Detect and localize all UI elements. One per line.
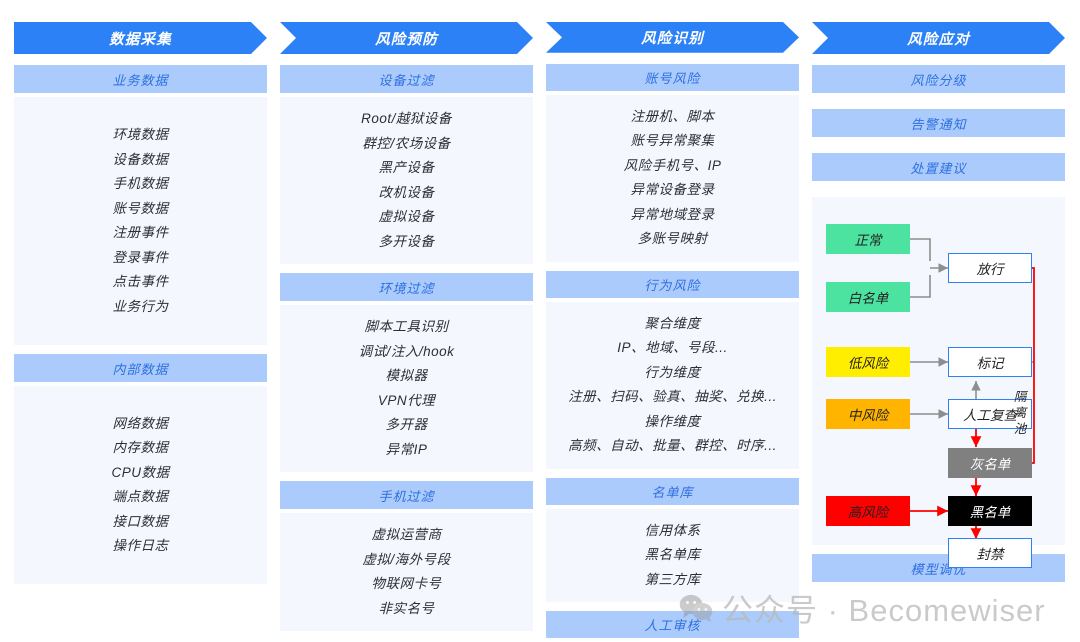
list-item: CPU数据	[111, 464, 170, 480]
list-item: 脚本工具识别	[364, 319, 449, 334]
section-body-environment-filter: 脚本工具识别 调试/注入/hook 模拟器 VPN代理 多开器 异常IP	[280, 305, 533, 472]
list-item: 端点数据	[112, 489, 169, 504]
list-item: 虚拟设备	[378, 209, 435, 224]
section-header-business-data: 业务数据	[14, 65, 267, 93]
flow-node-normal: 正常	[826, 224, 910, 254]
column-risk-prevention: 风险预防 设备过滤 Root/越狱设备 群控/农场设备 黑产设备 改机设备 虚拟…	[280, 22, 533, 642]
list-item: 注册机、脚本	[630, 108, 715, 124]
section-header-behavior-risk: 行为风险	[546, 270, 799, 298]
list-item: 注册、扫码、验真、抽奖、兑换...	[568, 389, 777, 405]
list-item: 内存数据	[112, 440, 169, 455]
section-body-internal-data: 网络数据 内存数据 CPU数据 端点数据 接口数据 操作日志	[14, 386, 267, 584]
section-header-manual-review: 人工审核	[546, 611, 799, 639]
list-item: 异常设备登录	[630, 182, 715, 198]
flow-node-blacklist: 黑名单	[948, 496, 1032, 526]
list-item: 调试/注入/hook	[358, 343, 455, 359]
list-item: 接口数据	[112, 513, 169, 529]
list-item: 多账号映射	[637, 231, 708, 247]
section-header-disposal-advice: 处置建议	[812, 153, 1065, 181]
flow-label-isolation-pool: 隔离池	[1013, 390, 1027, 436]
list-item: 改机设备	[378, 184, 435, 200]
list-item: 网络数据	[112, 415, 169, 431]
flow-node-low-risk: 低风险	[826, 347, 910, 377]
flow-node-ban: 封禁	[948, 538, 1032, 568]
section-header-phone-filter: 手机过滤	[280, 481, 533, 509]
flow-node-mark: 标记	[948, 347, 1032, 377]
banner-data-collection: 数据采集	[14, 22, 267, 54]
section-header-device-filter: 设备过滤	[280, 65, 533, 93]
section-header-list-library: 名单库	[546, 477, 799, 505]
list-item: 黑名单库	[644, 547, 701, 563]
list-item: 操作维度	[644, 413, 701, 429]
list-item: 多开器	[385, 417, 428, 432]
list-item: 手机数据	[112, 176, 169, 191]
section-header-risk-grading: 风险分级	[812, 65, 1065, 93]
list-item: 账号异常聚集	[630, 133, 715, 149]
section-body-account-risk: 注册机、脚本 账号异常聚集 风险手机号、IP 异常设备登录 异常地域登录 多账号…	[546, 94, 799, 262]
flow-node-allow: 放行	[948, 253, 1032, 283]
column-risk-identification: 风险识别 账号风险 注册机、脚本 账号异常聚集 风险手机号、IP 异常设备登录 …	[546, 22, 799, 642]
section-body-behavior-risk: 聚合维度 IP、地域、号段... 行为维度 注册、扫码、验真、抽奖、兑换... …	[546, 301, 799, 469]
list-item: 非实名号	[378, 600, 435, 616]
list-item: 行为维度	[644, 364, 701, 380]
list-item: 风险手机号、IP	[623, 157, 722, 173]
section-header-internal-data: 内部数据	[14, 354, 267, 382]
section-header-account-risk: 账号风险	[546, 63, 799, 91]
list-item: 环境数据	[112, 127, 169, 142]
risk-response-flowchart: 正常 白名单 低风险 中风险 高风险 放行 标记 人工复查 灰名单 黑名单 封禁…	[812, 197, 1065, 568]
list-item: 业务行为	[112, 298, 169, 314]
section-body-phone-filter: 虚拟运营商 虚拟/海外号段 物联网卡号 非实名号	[280, 513, 533, 631]
banner-risk-prevention: 风险预防	[280, 22, 533, 54]
list-item: 操作日志	[112, 538, 169, 553]
flow-node-manual-recheck: 人工复查	[948, 399, 1032, 429]
list-item: 信用体系	[644, 522, 701, 538]
list-item: 注册事件	[112, 225, 169, 240]
list-item: 高频、自动、批量、群控、时序...	[568, 438, 777, 454]
flow-node-whitelist: 白名单	[826, 282, 910, 312]
list-item: 聚合维度	[644, 315, 701, 331]
list-item: 模拟器	[385, 368, 428, 383]
flow-node-high-risk: 高风险	[826, 496, 910, 526]
list-item: 黑产设备	[378, 160, 435, 175]
column-risk-response: 风险应对 风险分级 告警通知 处置建议	[812, 22, 1065, 642]
banner-risk-response: 风险应对	[812, 22, 1065, 54]
column-data-collection: 数据采集 业务数据 环境数据 设备数据 手机数据 账号数据 注册事件 登录事件 …	[14, 22, 267, 642]
section-body-list-library: 信用体系 黑名单库 第三方库	[546, 508, 799, 603]
section-body-device-filter: Root/越狱设备 群控/农场设备 黑产设备 改机设备 虚拟设备 多开设备	[280, 97, 533, 264]
list-item: IP、地域、号段...	[617, 340, 728, 356]
list-item: VPN代理	[377, 392, 436, 408]
list-item: 设备数据	[112, 151, 169, 167]
section-header-environment-filter: 环境过滤	[280, 273, 533, 301]
list-item: 登录事件	[112, 249, 169, 265]
flow-node-greylist: 灰名单	[948, 448, 1032, 478]
list-item: 群控/农场设备	[362, 135, 451, 151]
section-header-alert-notification: 告警通知	[812, 109, 1065, 137]
section-body-business-data: 环境数据 设备数据 手机数据 账号数据 注册事件 登录事件 点击事件 业务行为	[14, 97, 267, 345]
list-item: 多开设备	[378, 233, 435, 249]
list-item: 异常地域登录	[630, 206, 715, 222]
list-item: 账号数据	[112, 200, 169, 216]
list-item: 物联网卡号	[371, 576, 442, 591]
list-item: Root/越狱设备	[361, 111, 452, 126]
flow-node-medium-risk: 中风险	[826, 399, 910, 429]
banner-risk-identification: 风险识别	[546, 22, 799, 53]
list-item: 虚拟运营商	[371, 527, 442, 542]
list-item: 虚拟/海外号段	[362, 551, 451, 567]
list-item: 异常IP	[385, 441, 428, 457]
list-item: 第三方库	[644, 571, 701, 587]
list-item: 点击事件	[112, 274, 169, 289]
